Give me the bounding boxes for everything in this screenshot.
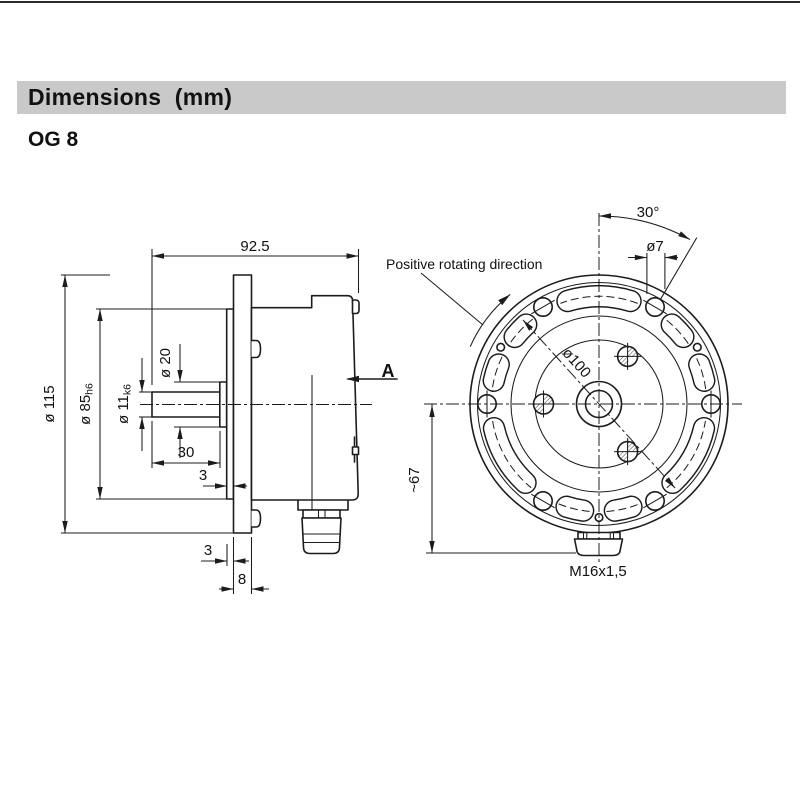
dim-8: 8 [238,571,246,588]
dim-67: ~67 [406,467,423,492]
cover-screw-icons [530,342,642,466]
mounting-slots [482,285,716,522]
model-name: OG 8 [28,128,79,151]
gland-locknut-side [302,509,341,519]
spigot-circle [510,315,688,493]
dimension-shaft-diameter: ø 11k6 [115,358,152,451]
cap-side-clamp [351,446,360,456]
dim-92-5: 92.5 [240,238,269,255]
dimension-spigot-depth: 3 [201,537,249,594]
dim-3b: 3 [204,542,212,559]
rotation-direction: Positive rotating direction [386,256,542,347]
shaft-collar-circle [575,380,623,428]
dim-30deg: 30° [637,204,660,221]
section-a-label: A [382,361,395,381]
dim-3a: 3 [199,467,207,484]
side-view: 92.5 ø 115 ø 85h6 [41,238,398,594]
dimension-collar-clearance: 3 [199,467,247,489]
dimension-shaft-length: 30 [151,421,221,468]
dimension-collar-diameter: ø 20 [157,344,220,458]
front-view: ø100 30° ø7 Positive [386,204,742,580]
dim-20: ø 20 [157,348,174,378]
dimension-spigot-diameter: ø 85h6 [77,308,227,500]
flange-back-tab-bottom [251,509,262,528]
section-header-bar: Dimensions (mm) [17,81,786,114]
dimension-outer-diameter: ø 115 [41,274,234,534]
gland-body-side [301,517,342,555]
page-title: Dimensions (mm) [28,84,233,110]
page-top-rule [0,1,800,3]
section-a-arrow: A [346,361,398,383]
cap-top-clamp [351,299,360,315]
dimension-flange-thickness: 8 [219,537,269,594]
housing-body-outline [250,294,360,501]
dim-11k6: ø 11k6 [115,384,134,424]
dim-85h6: ø 85h6 [77,383,96,425]
dim-7: ø7 [646,238,664,255]
rotation-note-label: Positive rotating direction [386,256,542,272]
dimension-mount-hole: ø7 [628,238,678,294]
dimension-gland-offset: ~67 [406,404,576,554]
dim-100: ø100 [559,345,595,382]
dimension-overall-length: 92.5 [151,238,360,385]
dimension-hole-angle: 30° [598,204,698,300]
mount-screw-icons [476,296,721,511]
dim-115: ø 115 [41,385,58,422]
gland-thread-label: M16x1,5 [569,563,627,580]
rotation-arrow-icon [498,294,511,306]
terminal-box-outline [297,499,349,511]
flange-back-tab-top [251,339,262,359]
dim-30: 30 [178,444,195,461]
